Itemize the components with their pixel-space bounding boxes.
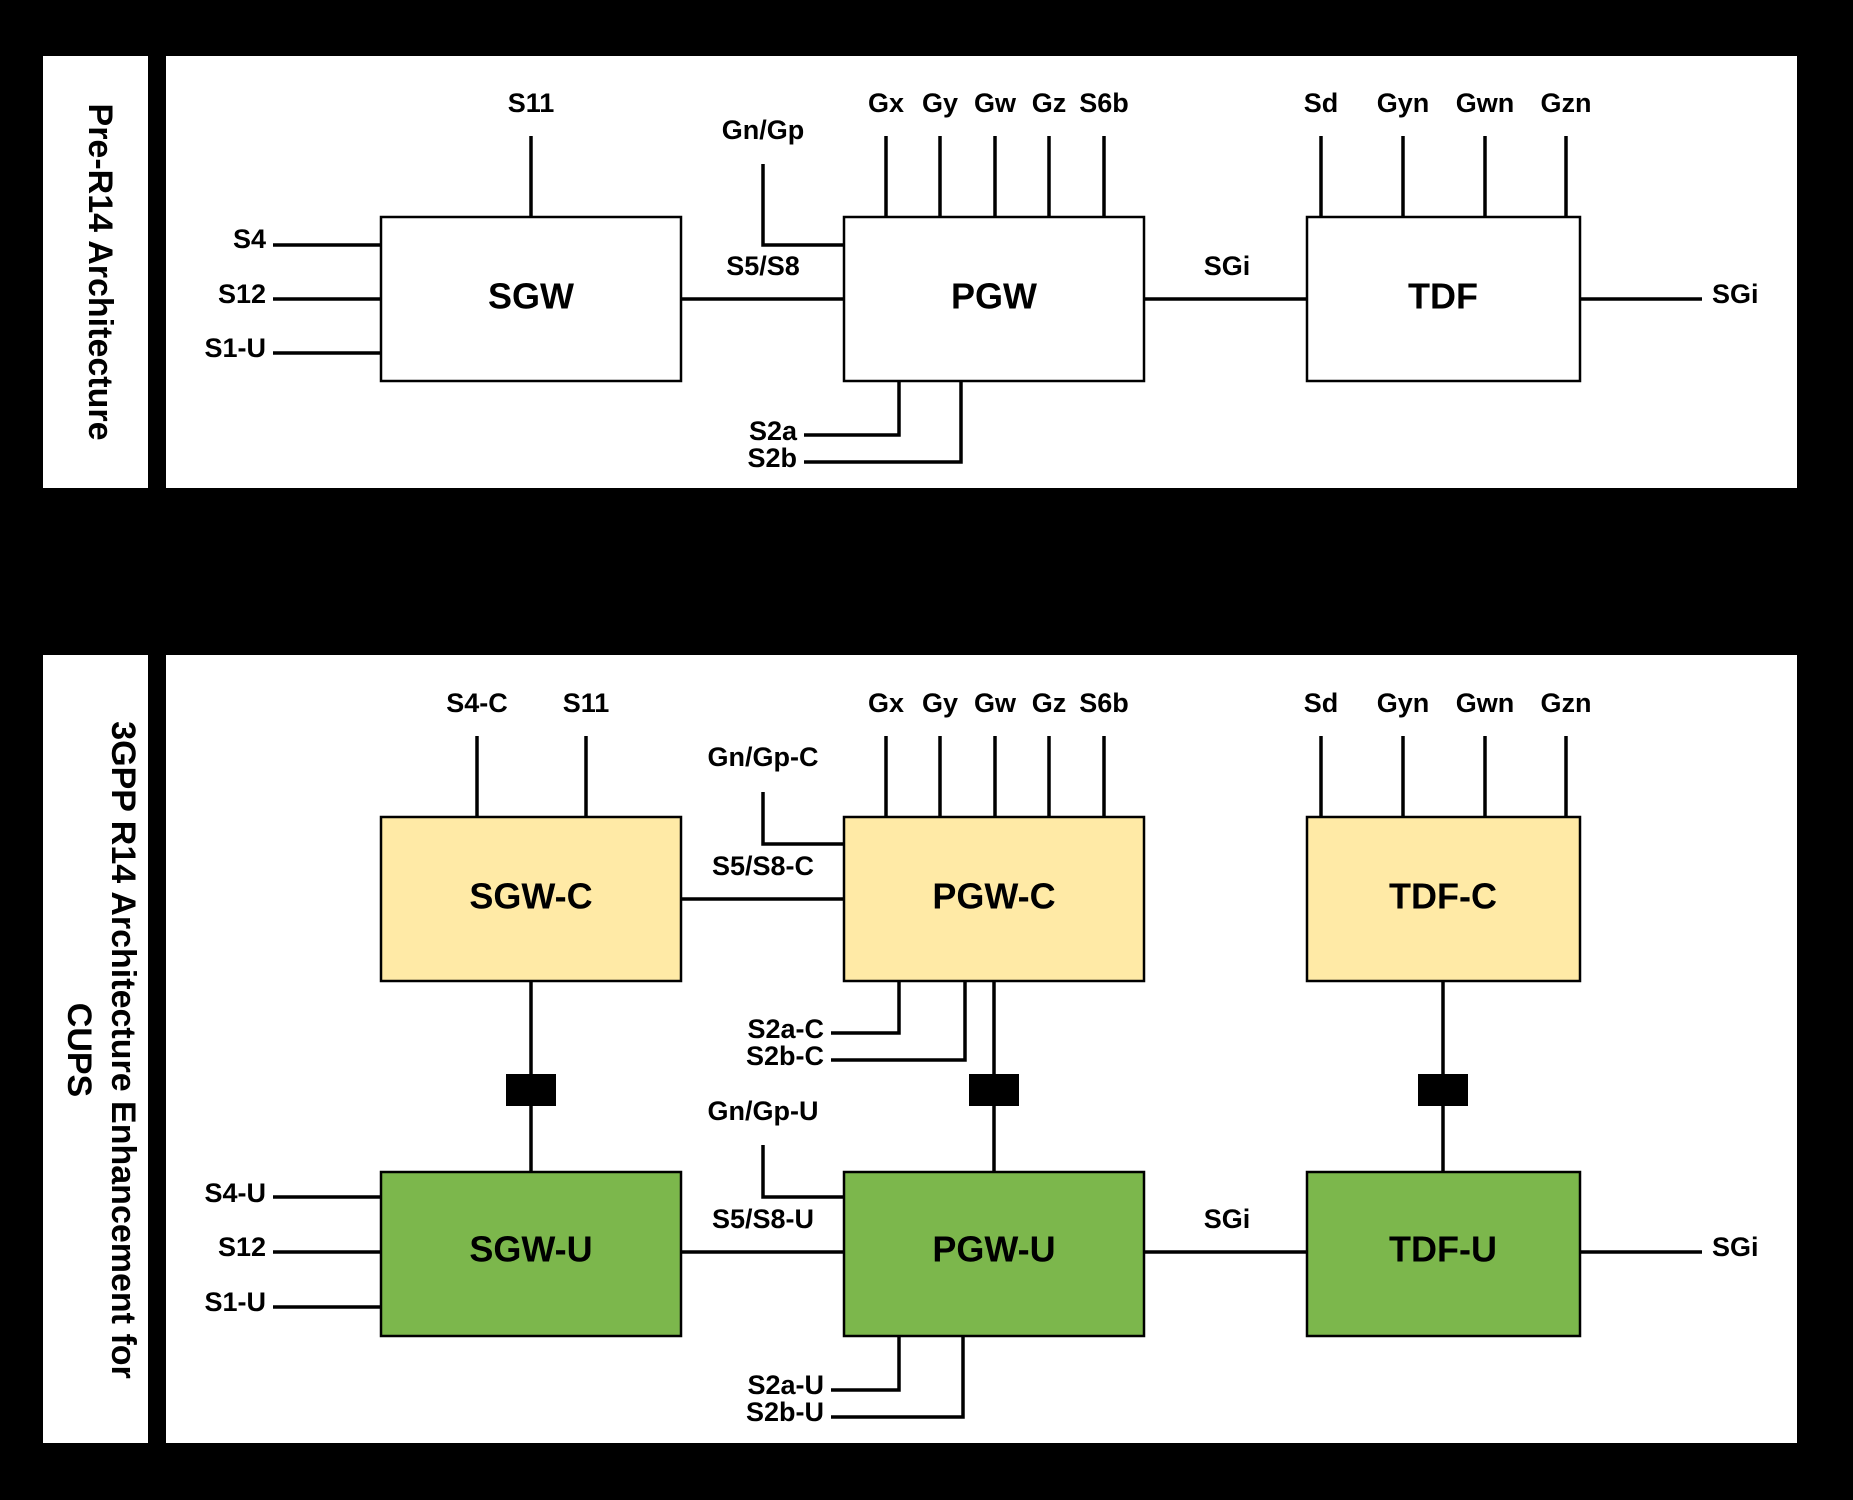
sgw-label: SGW [488, 276, 574, 317]
interface-label-gw-c: Gw [974, 688, 1017, 718]
interface-label-s12: S12 [218, 279, 266, 309]
bottom-section-title-line2: CUPS [60, 1003, 98, 1097]
sgw-box [379, 215, 683, 383]
interface-label-gx: Gx [868, 88, 904, 118]
sgw-c-label: SGW-C [469, 876, 592, 917]
tdf-u-label: TDF-U [1389, 1229, 1497, 1270]
top-section-side-panel [43, 56, 148, 488]
interface-label-s2a: S2a [749, 416, 798, 446]
interface-label-gn-gp-c: Gn/Gp-C [708, 742, 819, 772]
top-section-title: Pre-R14 Architecture [81, 104, 119, 441]
pgw-box [842, 215, 1146, 383]
pgw-u-box [842, 1170, 1146, 1338]
interface-label-s5-s8-u: S5/S8-U [712, 1204, 814, 1234]
interface-label-s6b-c: S6b [1079, 688, 1129, 718]
interface-label-gyn-c: Gyn [1377, 688, 1430, 718]
interface-label-gn-gp-u: Gn/Gp-U [708, 1096, 819, 1126]
interface-label-gwn: Gwn [1456, 88, 1515, 118]
interface-label-s5-s8: S5/S8 [726, 251, 800, 281]
sgw-u-box [379, 1170, 683, 1338]
interface-label-s2b-u: S2b-U [746, 1397, 824, 1427]
pgw-c-box [842, 815, 1146, 983]
sgw-u-label: SGW-U [469, 1229, 592, 1270]
bottom-section-side-panel [43, 655, 148, 1443]
interface-label-gx-c: Gx [868, 688, 904, 718]
interface-label-s4: S4 [233, 224, 266, 254]
tdf-c-box [1305, 815, 1582, 983]
interface-label-sd-c: Sd [1304, 688, 1339, 718]
pgw-u-label: PGW-U [932, 1229, 1055, 1270]
interface-label-gy-c: Gy [922, 688, 958, 718]
interface-label-sgi-pgw-u-tdf-u: SGi [1204, 1204, 1251, 1234]
pgw-label: PGW [951, 276, 1037, 317]
interface-label-gwn-c: Gwn [1456, 688, 1515, 718]
interface-label-s2a-c: S2a-C [747, 1014, 824, 1044]
interface-label-gy: Gy [922, 88, 958, 118]
interface-label-s4-c: S4-C [446, 688, 508, 718]
interface-label-s12-u: S12 [218, 1232, 266, 1262]
bottom-section-title-line1: 3GPP R14 Architecture Enhancement for [104, 721, 142, 1379]
interface-label-s2b-c: S2b-C [746, 1041, 824, 1071]
interface-label-s6b: S6b [1079, 88, 1129, 118]
sx-interface-marker-sgw [506, 1074, 556, 1106]
interface-label-s2a-u: S2a-U [747, 1370, 824, 1400]
pgw-c-label: PGW-C [932, 876, 1055, 917]
interface-label-gzn-c: Gzn [1541, 688, 1592, 718]
top-connector-lines [273, 136, 1702, 464]
sx-interface-marker-tdf [1418, 1074, 1468, 1106]
interface-label-gn-gp: Gn/Gp [722, 115, 805, 145]
interface-label-s2b: S2b [747, 443, 797, 473]
sx-interface-marker-pgw [969, 1074, 1019, 1106]
interface-label-gyn: Gyn [1377, 88, 1430, 118]
interface-label-gw: Gw [974, 88, 1017, 118]
interface-label-s1-u: S1-U [204, 333, 266, 363]
interface-label-gzn: Gzn [1541, 88, 1592, 118]
interface-label-sd: Sd [1304, 88, 1339, 118]
tdf-u-box [1305, 1170, 1582, 1338]
interface-label-s4-u: S4-U [204, 1178, 266, 1208]
interface-label-gz: Gz [1032, 88, 1067, 118]
tdf-label: TDF [1408, 276, 1478, 317]
sgw-c-box [379, 815, 683, 983]
tdf-box [1305, 215, 1582, 383]
interface-label-sgi-pgw-tdf: SGi [1204, 251, 1251, 281]
interface-label-s5-s8-c: S5/S8-C [712, 851, 814, 881]
interface-label-s1-u-bottom: S1-U [204, 1287, 266, 1317]
interface-label-sgi-right-bottom: SGi [1712, 1232, 1759, 1262]
interface-label-s11: S11 [508, 88, 555, 118]
interface-label-s11-c: S11 [563, 688, 610, 718]
interface-label-sgi-right: SGi [1712, 279, 1759, 309]
interface-label-gz-c: Gz [1032, 688, 1067, 718]
bottom-connector-lines [273, 736, 1702, 1419]
tdf-c-label: TDF-C [1389, 876, 1497, 917]
